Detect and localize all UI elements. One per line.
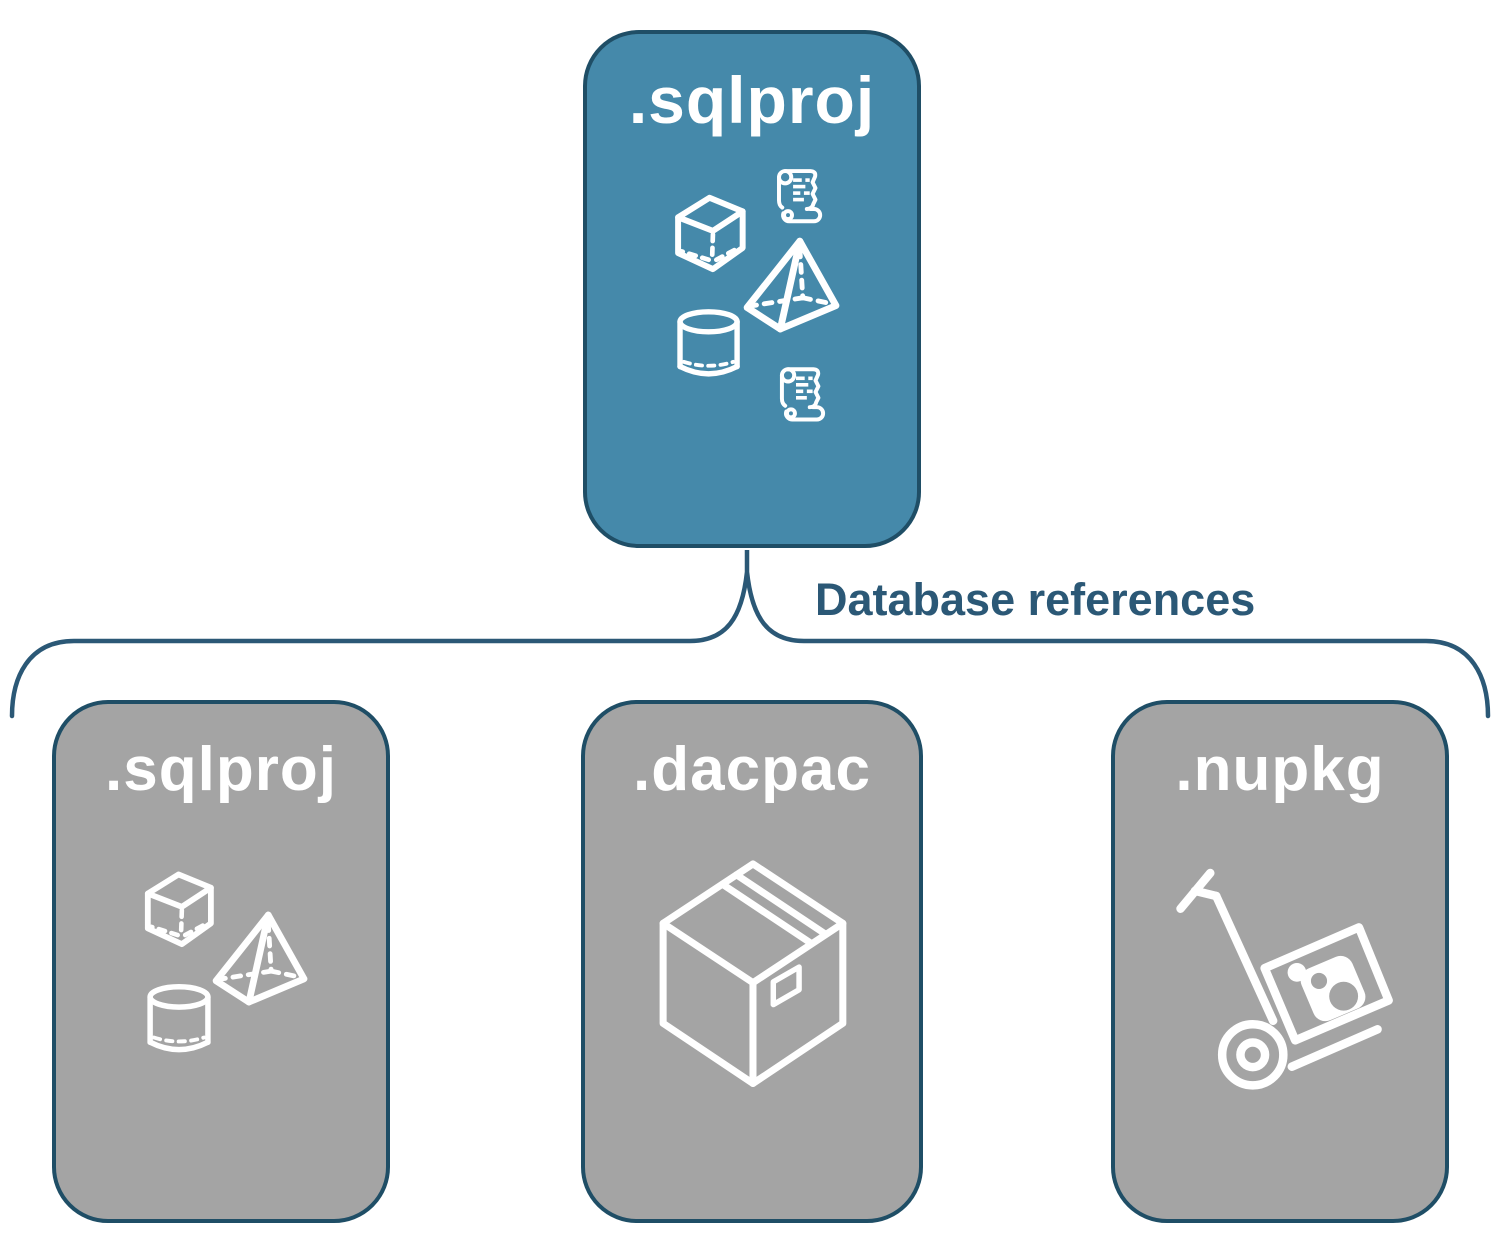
cylinder-icon xyxy=(150,987,208,1050)
dacpac-node-icons xyxy=(585,704,919,1219)
cube-icon xyxy=(678,198,743,269)
node-child-nupkg-label: .nupkg xyxy=(1175,735,1385,804)
pyramid-icon xyxy=(747,241,836,329)
cube-icon xyxy=(148,874,211,944)
nupkg-node-icons xyxy=(1115,704,1445,1219)
package-box-icon xyxy=(663,864,843,1084)
node-root-sqlproj: .sqlproj xyxy=(583,30,921,548)
sql-script-scroll-icon xyxy=(779,367,826,422)
node-child-dacpac-label: .dacpac xyxy=(633,735,871,804)
sql-script-scroll-icon xyxy=(777,169,823,224)
root-node-icons xyxy=(587,169,917,422)
cylinder-icon xyxy=(680,312,737,374)
connector-label: Database references xyxy=(815,574,1256,625)
node-child-nupkg: .nupkg xyxy=(1111,700,1449,1223)
nuget-hand-truck-icon xyxy=(1181,873,1389,1085)
sqlproj-node-icons xyxy=(56,704,386,1219)
pyramid-icon xyxy=(216,915,304,1002)
node-child-sqlproj: .sqlproj xyxy=(52,700,390,1223)
node-child-sqlproj-label: .sqlproj xyxy=(105,735,337,804)
node-child-dacpac: .dacpac xyxy=(581,700,923,1223)
node-root-label: .sqlproj xyxy=(628,63,876,137)
